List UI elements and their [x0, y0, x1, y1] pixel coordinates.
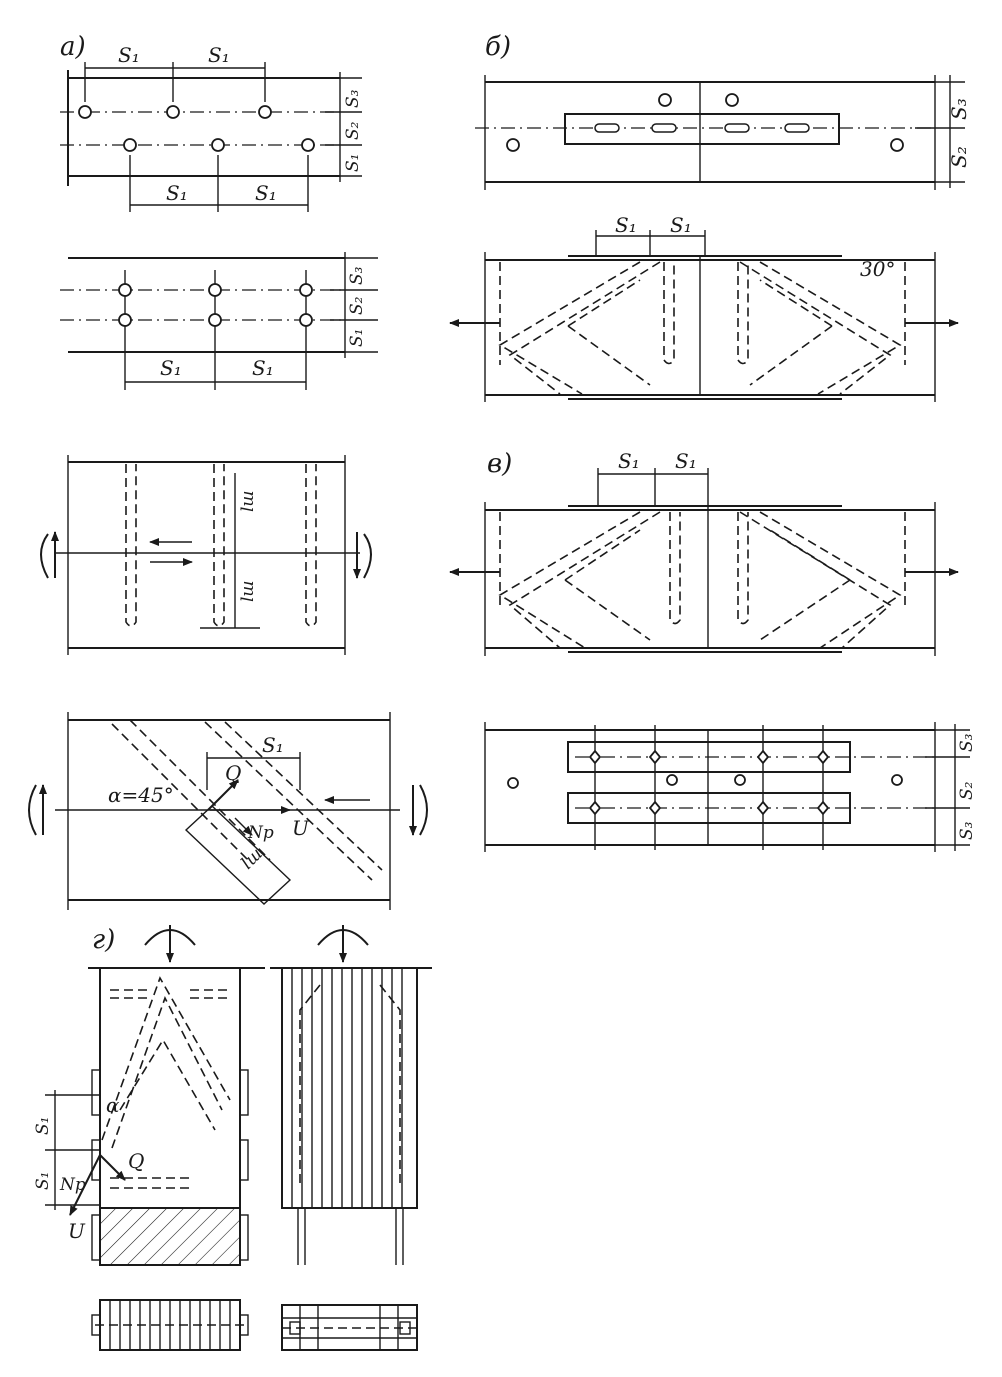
dim-s2: S₂ [343, 121, 363, 140]
panel-label-a: а) [60, 32, 86, 62]
dim-s1: S₁ [33, 1117, 53, 1135]
panel-label-g: г) [92, 925, 115, 955]
angle-30: 30° [860, 257, 895, 281]
dim-lw: lш [237, 844, 266, 873]
panel-a-longitudinal-welds: lш lш [40, 455, 372, 655]
force-u: U [68, 1219, 86, 1243]
angle-alpha-45: α=45° [108, 783, 174, 807]
dim-s3: S₃ [957, 821, 977, 840]
panel-a-inclined-welds: α=45° Q Nр U S₁ lш [28, 712, 428, 910]
dim-s1: S₁ [347, 329, 367, 347]
dim-s1: S₁ [255, 181, 277, 205]
panel-b-cover-plate: б) S₃ S₂ [475, 32, 971, 190]
dim-s2: S₂ [947, 146, 971, 168]
dim-s1: S₁ [252, 356, 274, 380]
angle-alpha: α [106, 1093, 120, 1117]
dim-s1: S₁ [166, 181, 188, 205]
dim-s3: S₃ [347, 266, 367, 285]
dim-s1: S₁ [118, 43, 140, 67]
dim-s2: S₂ [347, 296, 367, 315]
panel-g-column-side [270, 925, 432, 1265]
dim-s1: S₁ [343, 154, 363, 172]
force-q: Q [128, 1149, 144, 1173]
dim-lw: lш [238, 490, 258, 512]
force-np: Nр [247, 823, 274, 843]
force-u: U [292, 816, 310, 840]
panel-g-section-views [91, 1299, 418, 1351]
dim-lw: lш [238, 580, 258, 602]
dim-s1: S₁ [208, 43, 230, 67]
panel-v-diamond-welds: в) S₁ S₁ [449, 449, 959, 656]
dim-s2: S₂ [957, 781, 977, 800]
panel-label-v: в) [487, 449, 512, 479]
dim-s1: S₁ [33, 1172, 53, 1190]
force-q: Q [225, 761, 241, 785]
panel-a-chain-rivets: S₁ S₁ S₃ S₂ S₁ [60, 252, 378, 390]
force-np: Nр [59, 1175, 86, 1195]
dim-s1: S₁ [675, 449, 697, 473]
dim-s1: S₁ [160, 356, 182, 380]
panel-v-double-cover-plates: S₃ S₂ S₃ [484, 722, 977, 852]
dim-s1: S₁ [262, 733, 284, 757]
panel-b-diamond-welds: S₁ S₁ 30° [449, 213, 959, 402]
dim-s3: S₃ [947, 98, 971, 120]
panel-g-column-front: г) S₁ S₁ α Q Nр U [33, 925, 265, 1266]
dim-s1: S₁ [670, 213, 692, 237]
dim-s1: S₁ [618, 449, 640, 473]
dim-s1: S₁ [615, 213, 637, 237]
dim-s3: S₃ [343, 89, 363, 108]
panel-label-b: б) [485, 32, 511, 62]
dim-s3: S₃ [957, 733, 977, 752]
panel-a-staggered-rivets: а) S₁ S₁ S₁ S₁ S₃ S₂ S₁ [60, 32, 363, 212]
